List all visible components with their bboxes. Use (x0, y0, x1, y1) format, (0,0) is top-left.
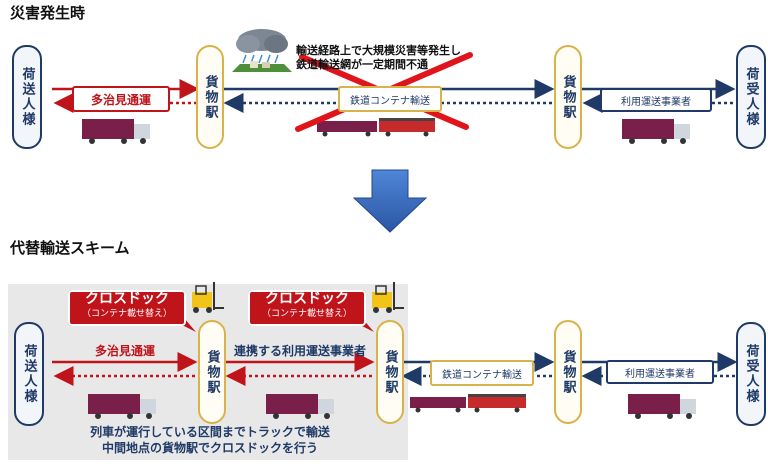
down-arrow-icon (352, 169, 428, 233)
note-line: 中間地点の貨物駅でクロスドックを行う (101, 441, 318, 455)
route-label: 多治見通運 (94, 344, 155, 358)
train-icon (317, 118, 435, 137)
truck-icon (622, 119, 690, 144)
rail-transport-box: 鉄道コンテナ輸送 (338, 86, 442, 112)
shipper-sender: 荷送人様 (12, 45, 42, 149)
train-icon (410, 394, 526, 413)
truck-icon (88, 394, 156, 419)
section-title-alternative: 代替輸送スキーム (10, 239, 130, 257)
callout-title: クロスドック (265, 291, 349, 307)
shipper-sender: 荷送人様 (14, 322, 44, 426)
freight-station: 貨物駅 (196, 45, 224, 149)
callout-subtitle: （コンテナ載せ替え） (261, 309, 352, 319)
freight-station: 貨物駅 (376, 320, 404, 424)
carrier-box: 利用運送事業者 (606, 360, 714, 384)
section-title-disaster: 災害発生時 (10, 4, 86, 22)
route-label-box: 多治見通運 (72, 86, 170, 112)
note-line: 列車が運行している区間までトラックで輸送 (90, 425, 330, 439)
carrier-box: 利用運送事業者 (600, 88, 712, 112)
truck-icon (82, 119, 150, 144)
callout-title: クロスドック (85, 291, 169, 307)
truck-icon (266, 394, 334, 419)
forklift-icon (372, 282, 404, 313)
freight-station: 貨物駅 (554, 45, 582, 149)
freight-station: 貨物駅 (198, 320, 226, 424)
shipper-receiver: 荷受人様 (736, 322, 766, 426)
storm-icon (232, 29, 292, 72)
crossdock-callout: クロスドック （コンテナ載せ替え） (248, 290, 366, 326)
crossdock-callout: クロスドック （コンテナ載せ替え） (68, 290, 186, 326)
disaster-description: 輸送経路上で大規模災害等発生し 鉄道輸送網が一定期間不通 (296, 44, 526, 72)
freight-station: 貨物駅 (554, 320, 582, 424)
disaster-line: 鉄道輸送網が一定期間不通 (296, 58, 428, 71)
disaster-line: 輸送経路上で大規模災害等発生し (296, 44, 461, 57)
scheme-note: 列車が運行している区間までトラックで輸送 中間地点の貨物駅でクロスドックを行う (30, 424, 390, 456)
rail-transport-box: 鉄道コンテナ輸送 (430, 360, 534, 386)
shipper-receiver: 荷受人様 (736, 45, 766, 149)
truck-icon (628, 394, 696, 419)
forklift-icon (192, 282, 224, 313)
partner-carrier-label: 連携する利用運送事業者 (233, 344, 366, 358)
callout-subtitle: （コンテナ載せ替え） (81, 309, 172, 319)
